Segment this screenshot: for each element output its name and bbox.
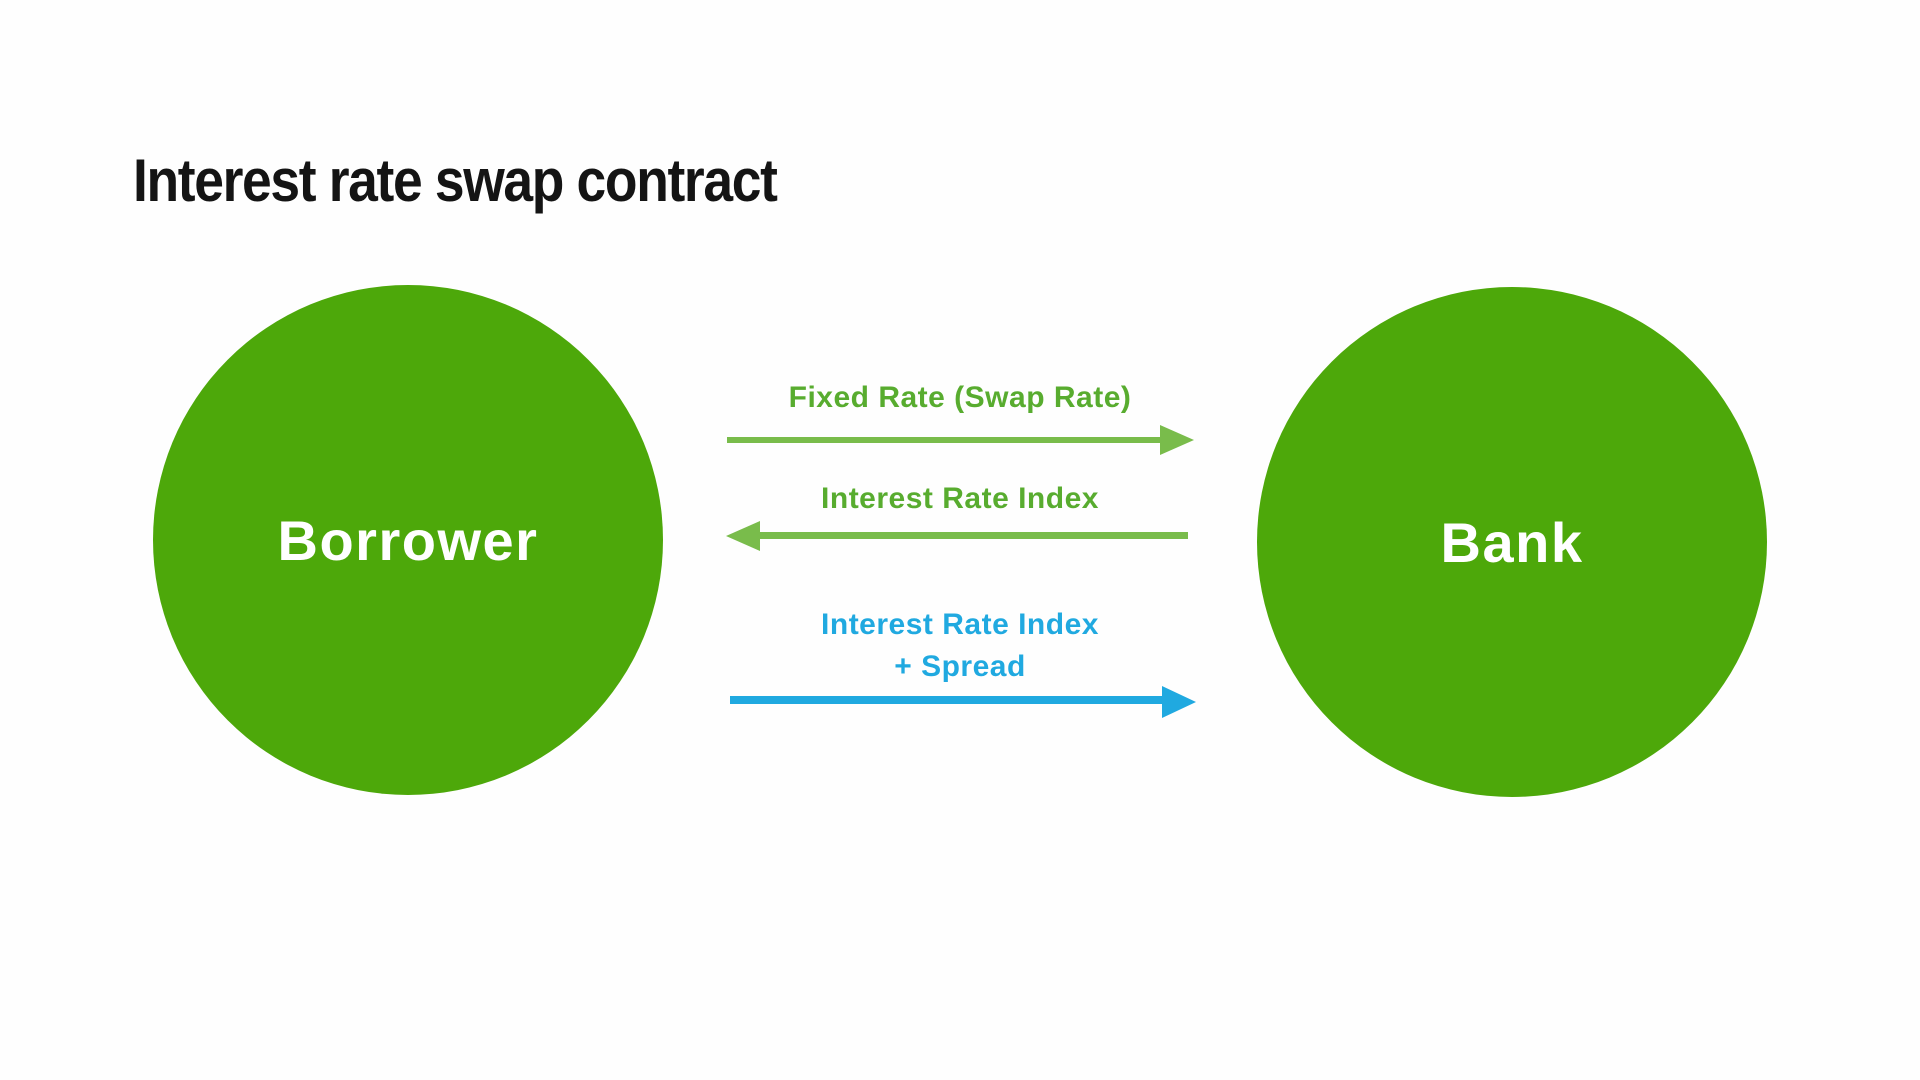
index-plus-spread-arrow-line <box>730 696 1162 704</box>
arrow-left-icon <box>726 521 760 551</box>
fixed-rate-arrow-line <box>727 437 1160 443</box>
index-plus-spread-label-line2: + Spread <box>894 650 1026 683</box>
index-plus-spread-flow-label: Interest Rate Index + Spread <box>725 604 1195 688</box>
node-bank-label: Bank <box>1440 510 1584 574</box>
index-plus-spread-label-line1: Interest Rate Index <box>821 608 1099 641</box>
fixed-rate-flow-label: Fixed Rate (Swap Rate) <box>788 381 1132 414</box>
node-bank: Bank <box>1257 287 1767 797</box>
interest-rate-index-flow-label: Interest Rate Index <box>821 482 1099 515</box>
arrow-right-icon <box>1160 425 1194 455</box>
interest-rate-index-arrow-line <box>758 532 1188 539</box>
node-borrower-label: Borrower <box>277 508 539 572</box>
page-title: Interest rate swap contract <box>133 147 778 214</box>
arrow-right-blue-icon <box>1162 686 1196 718</box>
node-borrower: Borrower <box>153 285 663 795</box>
